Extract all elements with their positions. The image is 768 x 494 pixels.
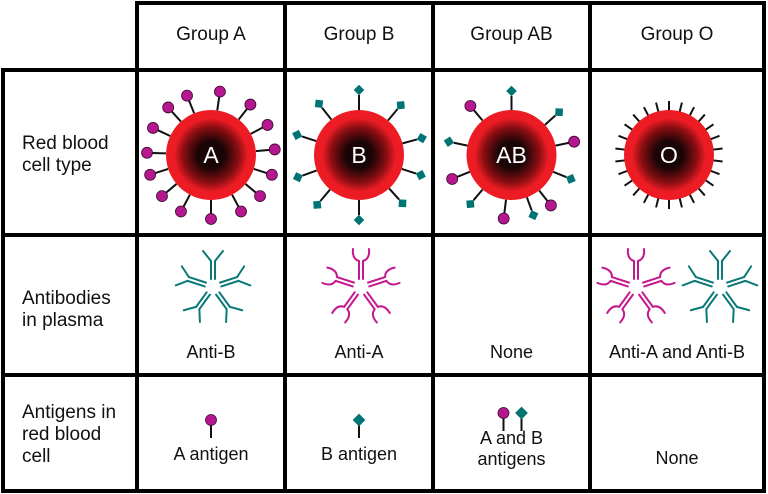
- antibody-cell-group-b: Anti-A: [285, 235, 433, 375]
- grid-left-border: [1, 68, 5, 493]
- row-header-antigens: Antigens in red blood cell: [3, 375, 137, 491]
- anti-a-antibody-icon: [321, 248, 401, 324]
- a-antigen-icon: [205, 414, 217, 438]
- grid-top-border: [135, 1, 766, 5]
- corner-cell: [0, 0, 137, 70]
- antigen-label: A and B antigens: [477, 428, 546, 469]
- column-header: Group O: [640, 24, 714, 45]
- column-header: Group B: [323, 24, 395, 45]
- svg-text:B: B: [351, 142, 366, 168]
- grid-right-border: [762, 1, 766, 493]
- antigen-cell-group-ab: A and B antigens: [433, 375, 590, 491]
- column-header: Group AB: [470, 24, 553, 45]
- antibody-cell-group-o: Anti-A and Anti-B: [590, 235, 764, 375]
- grid-row-divider: [1, 373, 766, 377]
- svg-text:AB: AB: [496, 142, 527, 168]
- grid-col-divider: [135, 1, 139, 493]
- header-group-o: Group O: [590, 3, 764, 70]
- svg-text:A: A: [203, 142, 219, 168]
- rbc-cell-group-ab: AB: [433, 70, 590, 235]
- antigen-label: A antigen: [173, 444, 249, 464]
- row-label: Red blood cell type: [22, 133, 109, 176]
- antibody-label: None: [489, 342, 534, 362]
- red-blood-cell-b-icon: B: [292, 84, 427, 226]
- rbc-cell-group-b: B: [285, 70, 433, 235]
- header-group-b: Group B: [285, 3, 433, 70]
- row-label: Antibodies in plasma: [22, 288, 111, 331]
- grid-col-divider: [588, 1, 592, 493]
- column-header: Group A: [176, 24, 246, 45]
- header-group-ab: Group AB: [433, 3, 590, 70]
- rbc-cell-group-a: A: [137, 70, 285, 235]
- antibody-label: Anti-A and Anti-B: [608, 342, 746, 362]
- row-header-cell-type: Red blood cell type: [3, 70, 137, 235]
- no-antigen: [590, 375, 764, 491]
- row-header-antibodies: Antibodies in plasma: [3, 235, 137, 375]
- row-label: Antigens in red blood cell: [22, 402, 117, 467]
- antigen-cell-group-a: A antigen: [137, 375, 285, 491]
- red-blood-cell-ab-icon: AB: [443, 85, 581, 225]
- antibody-cell-group-a: Anti-B: [137, 235, 285, 375]
- antigen-label: None: [655, 448, 699, 468]
- grid-col-divider: [431, 1, 435, 493]
- b-antigen-icon: [352, 413, 366, 438]
- rbc-cell-group-o: O: [590, 70, 764, 235]
- anti-b-antibody-icon: [174, 250, 252, 324]
- antibody-label: Anti-B: [186, 342, 236, 362]
- a-and-b-antigen-icon: [497, 406, 528, 431]
- antibody-cell-group-ab: None: [433, 235, 590, 375]
- grid-bottom-border: [1, 489, 766, 493]
- antigen-cell-group-o: None: [590, 375, 764, 491]
- anti-a-and-anti-b-antibody-icon: [596, 248, 759, 324]
- grid-row-divider: [1, 68, 766, 72]
- grid-col-divider: [283, 1, 287, 493]
- antigen-label: B antigen: [320, 444, 398, 464]
- header-group-a: Group A: [137, 3, 285, 70]
- grid-row-divider: [1, 233, 766, 237]
- antigen-cell-group-b: B antigen: [285, 375, 433, 491]
- antibody-label: Anti-A: [334, 342, 384, 362]
- red-blood-cell-o-icon: O: [615, 101, 723, 209]
- red-blood-cell-a-icon: A: [141, 85, 281, 225]
- svg-text:O: O: [660, 142, 678, 168]
